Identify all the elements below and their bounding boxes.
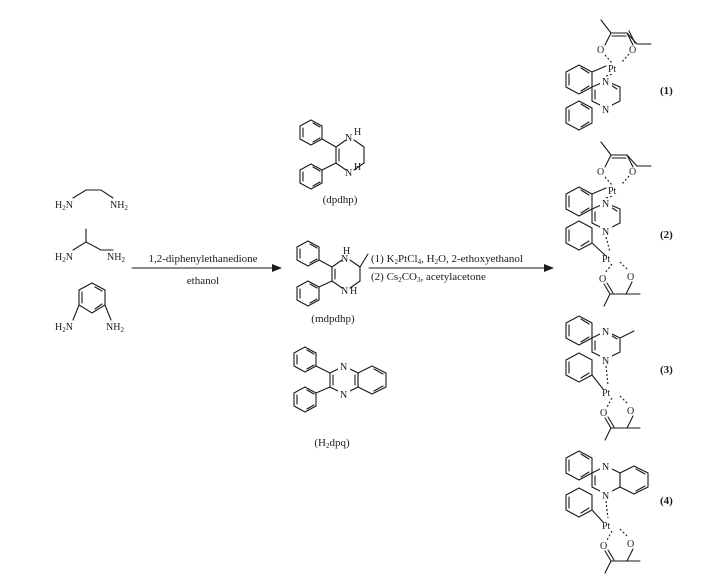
step1-arrow: 1,2-diphenylethanedione ethanol [131,253,282,287]
atom-label: H [55,252,62,263]
complex-2: O O Pt N N Pt O O [565,141,673,307]
atom-label: O [629,167,636,178]
complex-label: (2) [660,229,673,241]
metal-label: Pt [608,186,617,197]
atom-label: O [627,539,634,550]
atom-label: N [602,227,609,238]
ligand-h2dpq: N N (H2dpq) [293,346,387,450]
atom-label: N [341,286,348,297]
metal-label: Pt [602,521,611,532]
atom-label: H [55,322,62,333]
complex-label: (4) [660,495,673,507]
atom-label: H [354,162,361,173]
svg-text:H2N: H2N [55,200,73,212]
atom-label: NH [106,322,120,333]
atom-label: N [602,462,609,473]
metal-label: Pt [602,388,611,399]
ligand-dpdhp: N H N H (dpdhp) [299,119,365,206]
atom-label: O [627,272,634,283]
svg-text:H2N: H2N [55,322,73,334]
atom-label: N [345,133,352,144]
complex-label: (1) [660,85,673,97]
atom-label: O [627,406,634,417]
step1-solvent: ethanol [187,275,219,287]
metal-label: Pt [602,254,611,265]
ligand-caption-dpdhp: (dpdhp) [323,194,358,206]
ethylenediamine-structure: H2N NH2 [55,189,128,212]
atom-label: N [341,254,348,265]
atom-label: N [602,199,609,210]
ligand-caption-mdpdhp: (mdpdhp) [311,313,355,325]
step2-condition-2: (2) Cs2CO3, acetylacetone [371,271,486,284]
atom-label: N [345,168,352,179]
phenylenediamine-structure: H2N NH2 [55,282,124,334]
step2-condition-1: (1) K2PtCl4, H2O, 2-ethoxyethanol [371,253,523,266]
atom-label: O [629,45,636,56]
metal-label: Pt [608,64,617,75]
atom-label: NH [107,252,121,263]
svg-text:NH2: NH2 [106,322,124,334]
step2-arrow: (1) K2PtCl4, H2O, 2-ethoxyethanol (2) Cs… [368,253,554,284]
atom-label: H [350,286,357,297]
ligand-mdpdhp: N H N H (mdpdhp) [296,240,369,325]
propylenediamine-structure: H2N NH2 [55,228,125,264]
svg-text:NH2: NH2 [110,200,128,212]
ligand-caption-h2dpq: (H2dpq) [314,437,350,450]
atom-label: N [340,362,347,373]
svg-text:NH2: NH2 [107,252,125,264]
step1-reagent: 1,2-diphenylethanedione [148,253,257,265]
atom-label: O [597,45,604,56]
atom-label: N [602,356,609,367]
atom-label: H [354,127,361,138]
atom-label: O [597,167,604,178]
atom-label: N [602,327,609,338]
atom-label: O [600,408,607,419]
atom-label: N [602,77,609,88]
atom-label: O [599,274,606,285]
atom-label: O [600,541,607,552]
complex-1: O O Pt N N (1) [565,19,673,131]
atom-label: N [340,390,347,401]
atom-label: H [343,246,350,257]
atom-label: N [602,105,609,116]
complex-4: N N Pt O O (4) [565,450,673,574]
atom-label: H [55,200,62,211]
atom-label: NH [110,200,124,211]
svg-text:H2N: H2N [55,252,73,264]
complex-label: (3) [660,364,673,376]
atom-label: N [602,491,609,502]
complex-3: N N Pt O O (3) [565,315,673,441]
